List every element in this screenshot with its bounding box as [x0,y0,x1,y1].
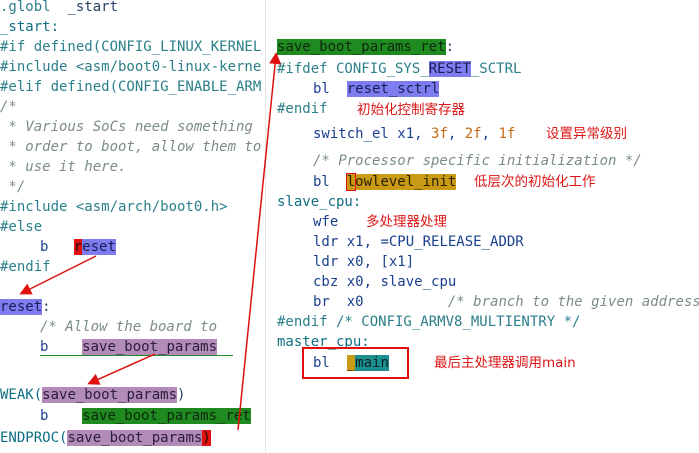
directive-text: _SCTRL [470,61,522,77]
code-line: br x0 /* branch to the given address */ [277,292,699,312]
instruction-text: bl [313,355,330,371]
code-line: ldr x1, =CPU_RELEASE_ADDR [277,232,524,252]
comment-line: */ [0,179,26,195]
code-line: _start: [0,19,60,35]
paren: ) [177,387,186,403]
macro-arg[interactable]: save_boot_params [67,430,203,446]
code-line: reset: [0,297,51,317]
code-line: bl _main [277,353,389,373]
operand-number: 2f [464,126,482,142]
comment-text: /* branch to the given address */ [447,294,699,310]
code-line: bl reset_sctrl [277,79,440,99]
macro-endproc: ENDPROC( [0,430,68,446]
paren-highlight: ) [202,430,211,446]
operand-text: x0, slave_cpu [346,274,457,290]
code-line: b reset [0,237,116,257]
annotation-multiprocessor: 多处理器处理 [366,214,447,230]
comment-line: /* Allow the board to [40,319,218,335]
code-line: bl lowlevel_init [277,172,457,192]
comment-line: /* Processor specific initialization */ [313,153,642,169]
code-line: ldr x0, [x1] [277,252,414,272]
annotation-init-control-register: 初始化控制寄存器 [357,102,465,118]
search-match: RESET [428,61,471,77]
instruction-text: b [40,408,49,424]
operand-text: x0 [346,294,364,310]
call-target[interactable]: owlevel_init [355,174,457,190]
instruction-text: bl [313,174,330,190]
label-reset[interactable]: reset [0,299,43,315]
macro-arg[interactable]: save_boot_params [42,387,178,403]
code-line: save_boot_params_ret: [277,37,454,57]
branch-target-save-boot-params[interactable]: save_boot_params [82,339,218,355]
right-code-pane[interactable]: save_boot_params_ret: #ifdef CONFIG_SYS_… [277,0,699,453]
branch-target-reset[interactable]: eset [82,239,116,255]
instruction-text: switch_el [313,126,389,142]
code-line: #include <asm/boot0-linux-kernel-header.… [0,59,262,75]
instruction-text: ldr [313,254,339,270]
left-code-pane[interactable]: .globl _start _start: #if defined(CONFIG… [0,0,262,453]
code-line: switch_el x1, 3f, 2f, 1f [277,124,515,144]
code-line: WEAK(save_boot_params) [0,385,185,405]
instruction-text: cbz [313,274,339,290]
operand-text: x0, [x1] [346,254,415,270]
operand-text: x1, =CPU_RELEASE_ADDR [346,234,524,250]
underline-decoration [40,355,233,356]
directive-text: .globl [0,0,51,15]
comment-line: * Various SoCs need something special an… [8,119,262,135]
code-line: #if defined(CONFIG_LINUX_KERNEL_IMAGE_HE… [0,39,262,55]
operand-number: 3f [431,126,448,142]
code-line: b save_boot_params_ret [0,406,251,426]
code-line: #endif [0,259,51,275]
highlight-r: r [73,239,83,255]
instruction-text: b [40,339,49,355]
annotation-lowlevel-init: 低层次的初始化工作 [474,174,596,190]
label-colon: : [42,299,51,315]
comment-line: * order to boot, allow them to set that … [8,139,262,155]
code-line: .globl _start [0,0,118,17]
instruction-text: bl [313,81,330,97]
instruction-text: ldr [313,234,339,250]
branch-target-save-boot-params-ret[interactable]: save_boot_params_ret [82,408,251,424]
code-line: #endif /* CONFIG_ARMV8_MULTIENTRY */ [277,314,581,330]
label-line: master_cpu: [277,334,370,350]
code-line: cbz x0, slave_cpu [277,272,456,292]
instruction-text: b [40,239,49,255]
cursor-char: _ [346,355,356,371]
label-colon: : [445,39,455,55]
comment-line: * use it here. [0,159,127,175]
macro-weak: WEAK( [0,387,43,403]
call-target[interactable]: reset_sctrl [346,81,440,97]
cursor-char: l [345,173,357,191]
comment-line: /* [0,99,17,115]
code-line: #elif defined(CONFIG_ENABLE_ARM_SOC_BOOT… [0,79,262,95]
code-line: wfe [313,214,339,230]
label-line: slave_cpu: [277,194,362,210]
code-line: #else [0,219,43,235]
pane-divider[interactable] [265,0,266,453]
code-line: #endif [277,101,328,117]
instruction-text: br [313,294,330,310]
symbol-text: _start [67,0,119,15]
annotation-master-calls-main: 最后主处理器调用main [434,355,576,371]
code-line: ENDPROC(save_boot_params) [0,428,211,448]
operand-number: 1f [498,126,516,142]
annotation-set-exception-level: 设置异常级别 [546,126,627,142]
label-save-boot-params-ret[interactable]: save_boot_params_ret [277,39,446,55]
call-target-main[interactable]: main [355,355,389,371]
highlight-box [302,347,409,379]
code-line: #include <asm/arch/boot0.h> [0,199,228,215]
directive-text: #ifdef CONFIG_SYS_ [277,61,429,77]
operand-text: x1, [397,126,423,142]
code-line: #ifdef CONFIG_SYS_RESET_SCTRL [277,59,521,79]
code-line: b save_boot_params [0,337,218,357]
